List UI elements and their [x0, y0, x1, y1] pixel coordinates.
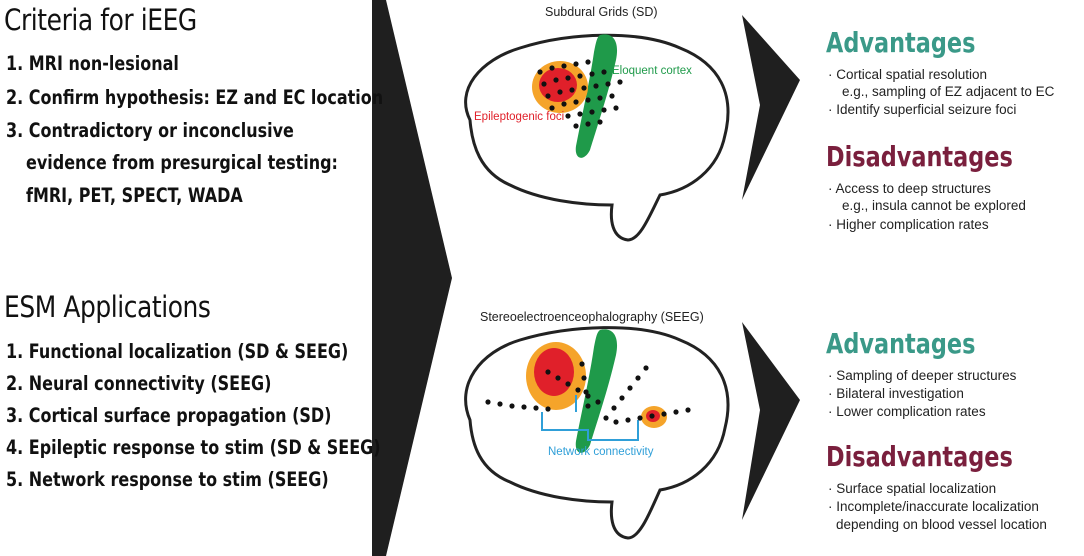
- sd-disadvantage-1-detail: e.g., insula cannot be explored: [842, 198, 1026, 213]
- seeg-advantage-1: Sampling of deeper structures: [828, 369, 1016, 383]
- seeg-advantages-heading: Advantages: [826, 327, 976, 360]
- sd-advantage-1: Cortical spatial resolution: [828, 68, 987, 82]
- sd-eloquent-cortex: [575, 34, 618, 158]
- large-chevron-arrow: [372, 0, 452, 556]
- esm-heading: ESM Applications: [4, 290, 211, 324]
- sd-advantage-1-detail: e.g., sampling of EZ adjacent to EC: [842, 84, 1055, 99]
- criteria-item-3: 3. Contradictory or inconclusive: [6, 119, 294, 142]
- sd-chevron-arrow: [742, 15, 800, 200]
- seeg-chevron-arrow: [742, 322, 800, 520]
- criteria-heading: Criteria for iEEG: [4, 3, 197, 37]
- sd-grid-electrodes: [537, 59, 623, 129]
- seeg-advantage-2: Bilateral investigation: [828, 387, 964, 401]
- seeg-disadvantages-heading: Disadvantages: [826, 440, 1013, 473]
- criteria-item-3-cont-2: fMRI, PET, SPECT, WADA: [26, 184, 243, 207]
- eloquent-cortex-label: Eloquent cortex: [612, 65, 692, 77]
- seeg-foci-left-red: [534, 348, 574, 396]
- esm-item-1: 1. Functional localization (SD & SEEG): [6, 340, 349, 363]
- sd-advantage-2: Identify superficial seizure foci: [828, 103, 1016, 117]
- criteria-item-1: 1. MRI non-lesional: [6, 52, 179, 75]
- seeg-network-connectivity-lines: [541, 395, 639, 441]
- seeg-disadvantage-2-detail: depending on blood vessel location: [836, 517, 1047, 532]
- esm-item-2: 2. Neural connectivity (SEEG): [6, 372, 272, 395]
- esm-item-5: 5. Network response to stim (SEEG): [6, 468, 329, 491]
- seeg-title: Stereoelectroenceophalography (SEEG): [480, 310, 704, 324]
- network-connectivity-label: Network connectivity: [548, 446, 654, 458]
- sd-disadvantages-heading: Disadvantages: [826, 140, 1013, 173]
- seeg-eloquent-cortex: [575, 329, 618, 453]
- sd-title: Subdural Grids (SD): [545, 5, 658, 19]
- sd-brain: [464, 33, 730, 242]
- seeg-advantage-3: Lower complication rates: [828, 405, 985, 419]
- seeg-brain: [464, 326, 730, 540]
- epileptogenic-foci-label: Epileptogenic foci: [474, 111, 565, 123]
- criteria-item-2: 2. Confirm hypothesis: EZ and EC locatio…: [6, 86, 384, 109]
- esm-item-3: 3. Cortical surface propagation (SD): [6, 404, 332, 427]
- seeg-depth-electrodes: [485, 361, 691, 425]
- sd-advantages-heading: Advantages: [826, 26, 976, 59]
- seeg-disadvantage-1: Surface spatial localization: [828, 482, 996, 496]
- sd-disadvantage-1: Access to deep structures: [828, 182, 991, 196]
- sd-disadvantage-2: Higher complication rates: [828, 218, 988, 232]
- seeg-disadvantage-2: Incomplete/inaccurate localization: [828, 500, 1039, 514]
- esm-item-4: 4. Epileptic response to stim (SD & SEEG…: [6, 436, 381, 459]
- criteria-item-3-cont-1: evidence from presurgical testing:: [26, 151, 338, 174]
